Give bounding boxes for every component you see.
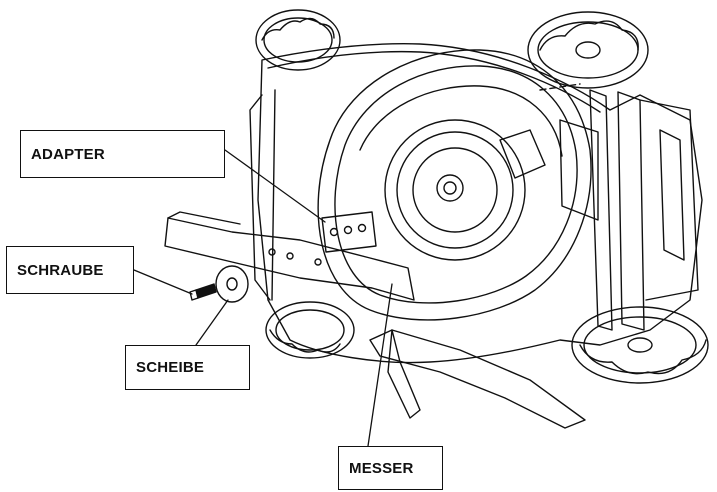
- blade: [164, 211, 415, 301]
- screw: [189, 283, 217, 301]
- deck-bowl: [317, 49, 592, 321]
- adapter-plate: [321, 211, 377, 253]
- washer: [215, 265, 249, 303]
- label-schraube: SCHRAUBE: [6, 246, 134, 294]
- wheel-bottom-left: [265, 301, 355, 359]
- label-scheibe-text: SCHEIBE: [136, 359, 205, 376]
- label-messer: MESSER: [338, 446, 443, 490]
- motor-housing: [384, 119, 546, 261]
- label-adapter-text: ADAPTER: [31, 145, 105, 163]
- label-scheibe: SCHEIBE: [125, 345, 250, 390]
- leader-messer: [367, 283, 393, 447]
- leader-schraube: [133, 269, 193, 295]
- label-messer-text: MESSER: [349, 459, 414, 477]
- wheel-bottom-right: [571, 306, 709, 384]
- handle-bars: [539, 83, 699, 331]
- label-adapter: ADAPTER: [20, 130, 225, 178]
- leader-adapter: [224, 149, 326, 223]
- wheel-top-right: [527, 11, 649, 89]
- wheel-top-left: [255, 9, 341, 71]
- leader-scheibe: [195, 299, 229, 346]
- leader-lines: [133, 149, 393, 447]
- grass-chute: [369, 329, 586, 429]
- label-schraube-text: SCHRAUBE: [17, 261, 104, 279]
